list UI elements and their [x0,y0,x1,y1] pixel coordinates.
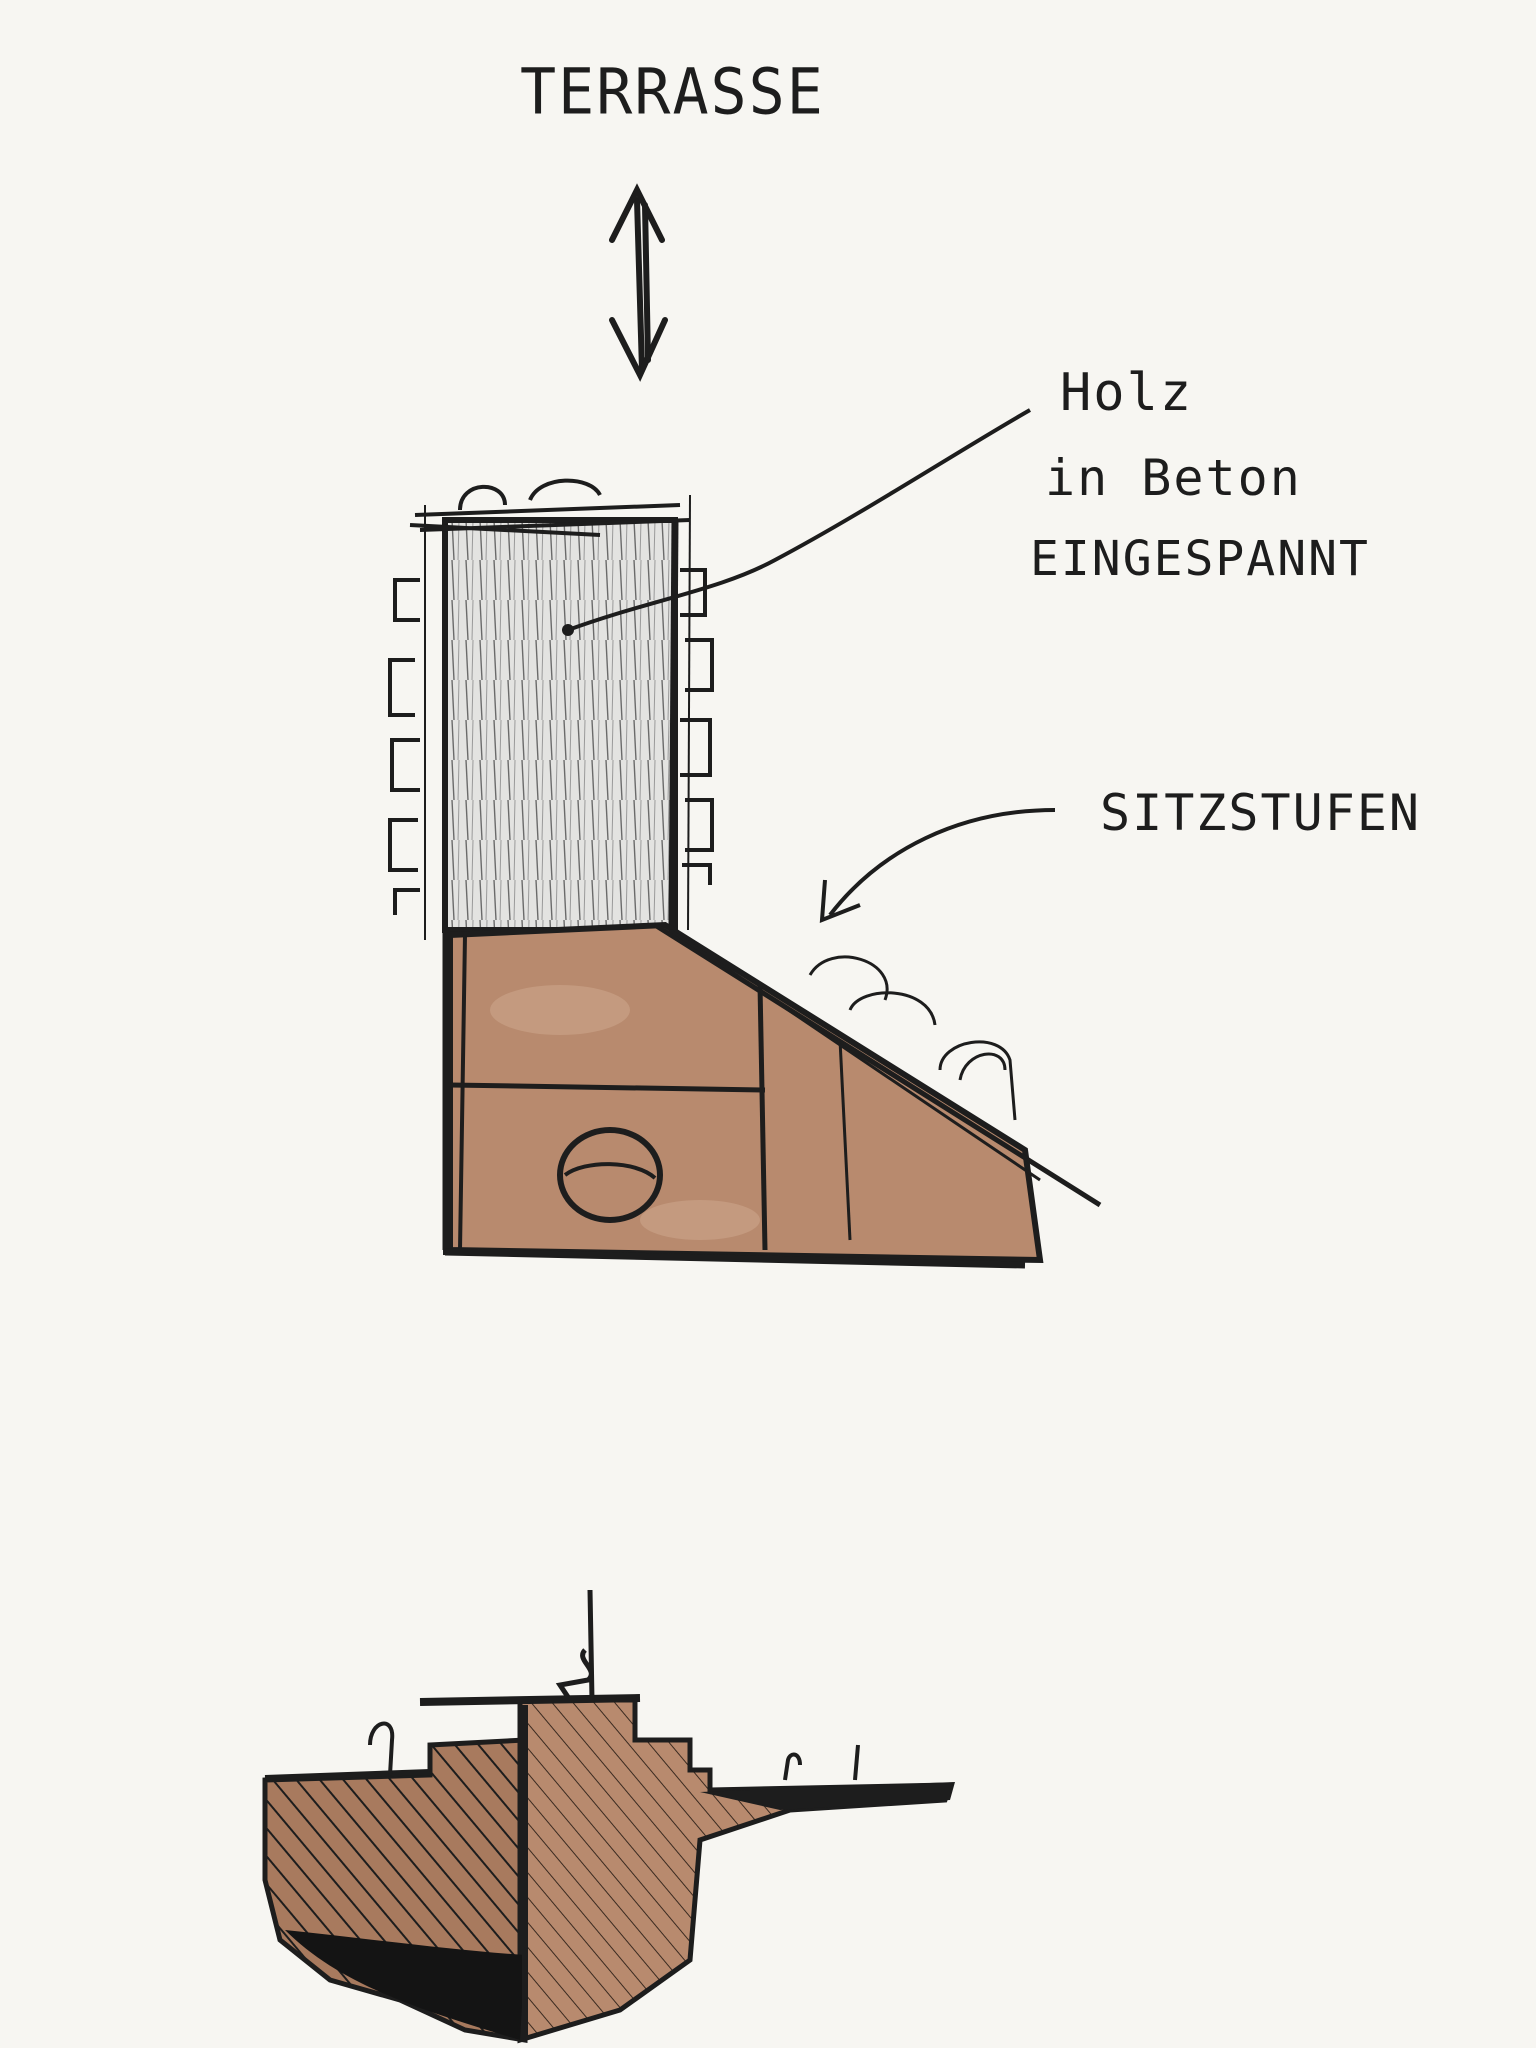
elevation-silhouette [262,1589,955,2044]
wood-label-line1: Holz [1060,363,1193,423]
wood-column [442,517,678,933]
section-sketch [388,408,1102,1269]
double-arrow-icon [609,183,668,382]
terrace-label: TERRASSE [520,55,825,129]
wood-label-line2: in Beton [1045,449,1302,507]
round-opening [557,1127,663,1223]
seats-label: SITZSTUFEN [1100,784,1421,842]
wood-label-line3: EINGESPANNT [1030,531,1370,587]
